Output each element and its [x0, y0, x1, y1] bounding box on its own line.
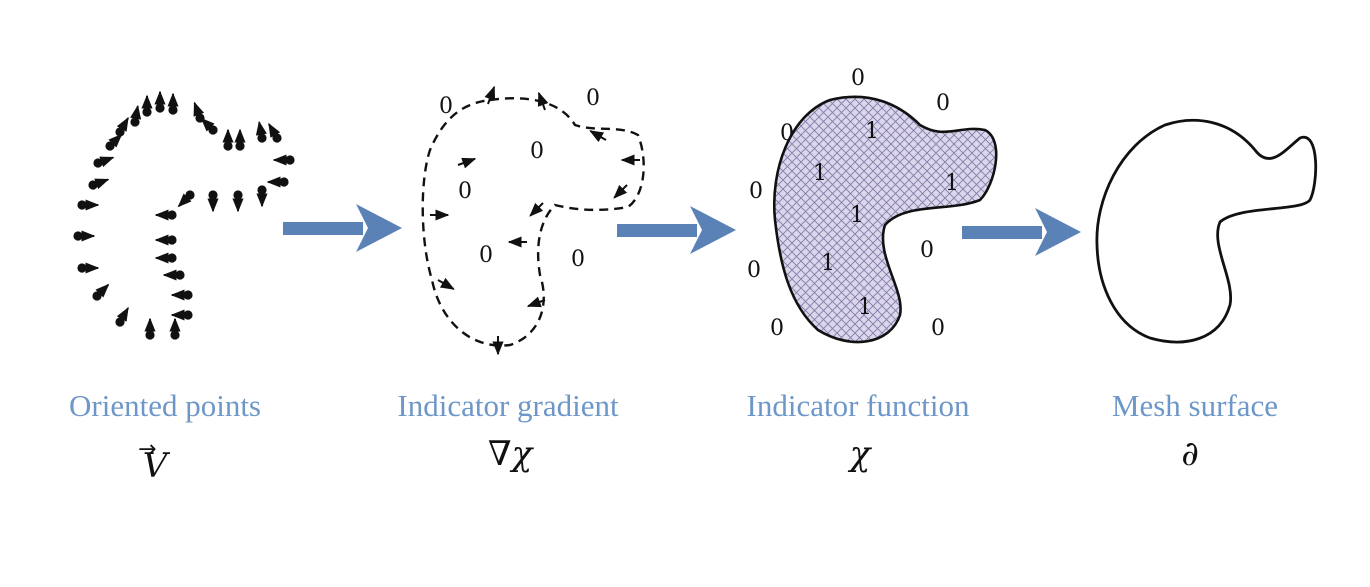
gradient-arrow	[484, 85, 496, 105]
function-zero-label: 0	[749, 179, 763, 204]
vector-arrow-icon: →	[138, 437, 157, 462]
oriented-point	[154, 90, 166, 113]
gradient-zero-labels: 0 0 0 0 0 0	[439, 86, 600, 272]
oriented-point	[141, 94, 153, 117]
gradient-arrow	[589, 130, 607, 143]
oriented-point	[77, 262, 100, 274]
oriented-point	[88, 178, 110, 190]
oriented-points-figure	[73, 90, 295, 340]
oriented-point	[115, 306, 129, 327]
oriented-point	[222, 128, 234, 151]
symbol-indicator-function: χ	[849, 434, 871, 474]
gradient-arrow	[457, 157, 477, 169]
function-one-label: 1	[850, 203, 864, 228]
caption-indicator-function: Indicator function	[746, 388, 970, 423]
indicator-gradient-figure: 0 0 0 0 0 0	[421, 85, 645, 356]
gradient-zero-label: 0	[479, 243, 493, 268]
function-one-label: 1	[865, 119, 879, 144]
symbol-indicator-gradient: ∇χ	[487, 434, 533, 474]
gradient-zero-label: 0	[571, 247, 585, 272]
oriented-point	[256, 185, 268, 208]
gradient-dashed-outline	[421, 97, 645, 347]
function-zero-label: 0	[780, 121, 794, 146]
oriented-point	[255, 120, 267, 143]
oriented-point	[154, 234, 177, 246]
gradient-zero-label: 0	[586, 86, 600, 111]
gradient-arrow	[529, 202, 544, 217]
function-zero-label: 0	[931, 316, 945, 341]
gradient-arrow	[613, 184, 628, 199]
function-one-label: 1	[813, 161, 827, 186]
oriented-point	[154, 252, 177, 264]
oriented-point	[130, 104, 142, 127]
oriented-point	[77, 199, 100, 211]
function-one-label: 1	[821, 251, 835, 276]
gradient-zero-label: 0	[458, 179, 472, 204]
symbol-mesh-surface: ∂	[1181, 434, 1199, 474]
flow-arrow-1	[283, 204, 402, 252]
oriented-point	[162, 269, 185, 281]
gradient-zero-label: 0	[439, 94, 453, 119]
gradient-normal-arrows	[430, 85, 640, 356]
function-zero-label: 0	[770, 316, 784, 341]
oriented-point	[177, 190, 195, 208]
function-zero-labels: 0 0 0 0 0 0 0 0	[747, 66, 950, 341]
oriented-point	[266, 176, 289, 188]
mesh-surface-outline	[1095, 118, 1318, 344]
caption-mesh-surface: Mesh surface	[1111, 388, 1279, 423]
oriented-point	[207, 190, 219, 213]
symbol-oriented-points: V	[142, 446, 168, 486]
oriented-point	[154, 209, 177, 221]
oriented-point	[144, 317, 156, 340]
oriented-point	[170, 309, 193, 321]
function-one-label: 1	[945, 171, 959, 196]
gradient-arrow	[537, 91, 549, 111]
oriented-point	[73, 230, 96, 242]
oriented-point	[232, 190, 244, 213]
oriented-point	[105, 133, 123, 151]
function-zero-label: 0	[920, 238, 934, 263]
oriented-point	[268, 122, 282, 143]
function-zero-label: 0	[747, 258, 761, 283]
oriented-point	[92, 283, 110, 301]
caption-indicator-gradient: Indicator gradient	[397, 388, 619, 423]
function-one-label: 1	[858, 295, 872, 320]
oriented-point	[167, 92, 179, 115]
gradient-zero-label: 0	[530, 139, 544, 164]
oriented-point	[200, 117, 218, 135]
oriented-point	[272, 154, 295, 166]
oriented-point	[93, 156, 115, 168]
function-zero-label: 0	[851, 66, 865, 91]
oriented-point	[115, 116, 129, 137]
flow-arrow-3	[962, 208, 1081, 256]
flow-arrow-2	[617, 206, 736, 254]
oriented-point	[234, 128, 246, 151]
gradient-arrow	[526, 296, 546, 308]
oriented-point	[170, 289, 193, 301]
oriented-point	[169, 317, 181, 340]
function-hatched-region	[772, 95, 998, 344]
function-zero-label: 0	[936, 91, 950, 116]
caption-oriented-points: Oriented points	[69, 388, 261, 423]
gradient-arrow	[437, 277, 455, 290]
